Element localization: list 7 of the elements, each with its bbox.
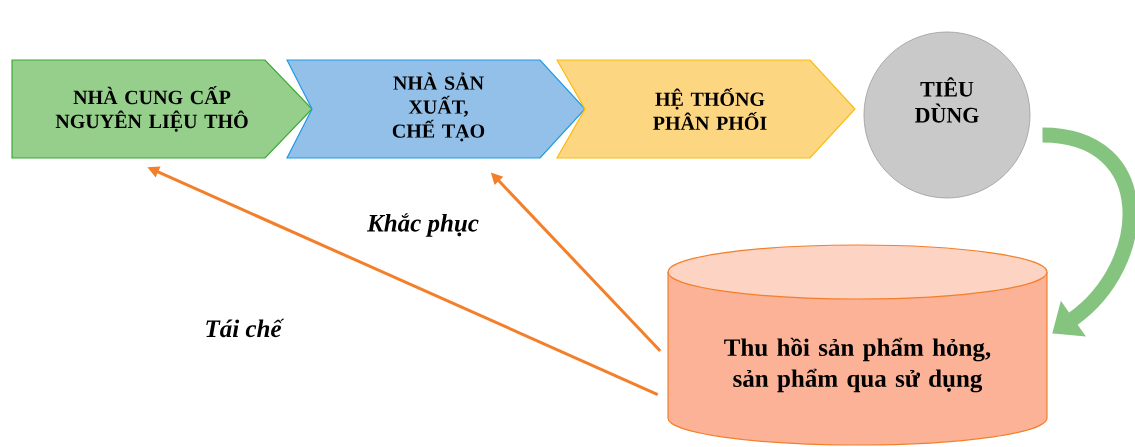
chevron-box: NHÀ CUNG CẤP NGUYÊN LIỆU THÔ — [11, 59, 313, 159]
edge-label: Khắc phục — [366, 213, 479, 237]
edge-label: Tái chế — [206, 318, 285, 338]
chevron-box: HỆ THỐNG PHÂN PHỐI — [555, 59, 856, 159]
cylinder: Thu hồi sản phẩm hỏng, sản phẩm qua sử dụng — [667, 244, 1048, 446]
chevron-box: NHÀ SẢN XUẤT, CHẾ TẠO — [286, 59, 586, 159]
curved-arrow — [1041, 127, 1135, 337]
